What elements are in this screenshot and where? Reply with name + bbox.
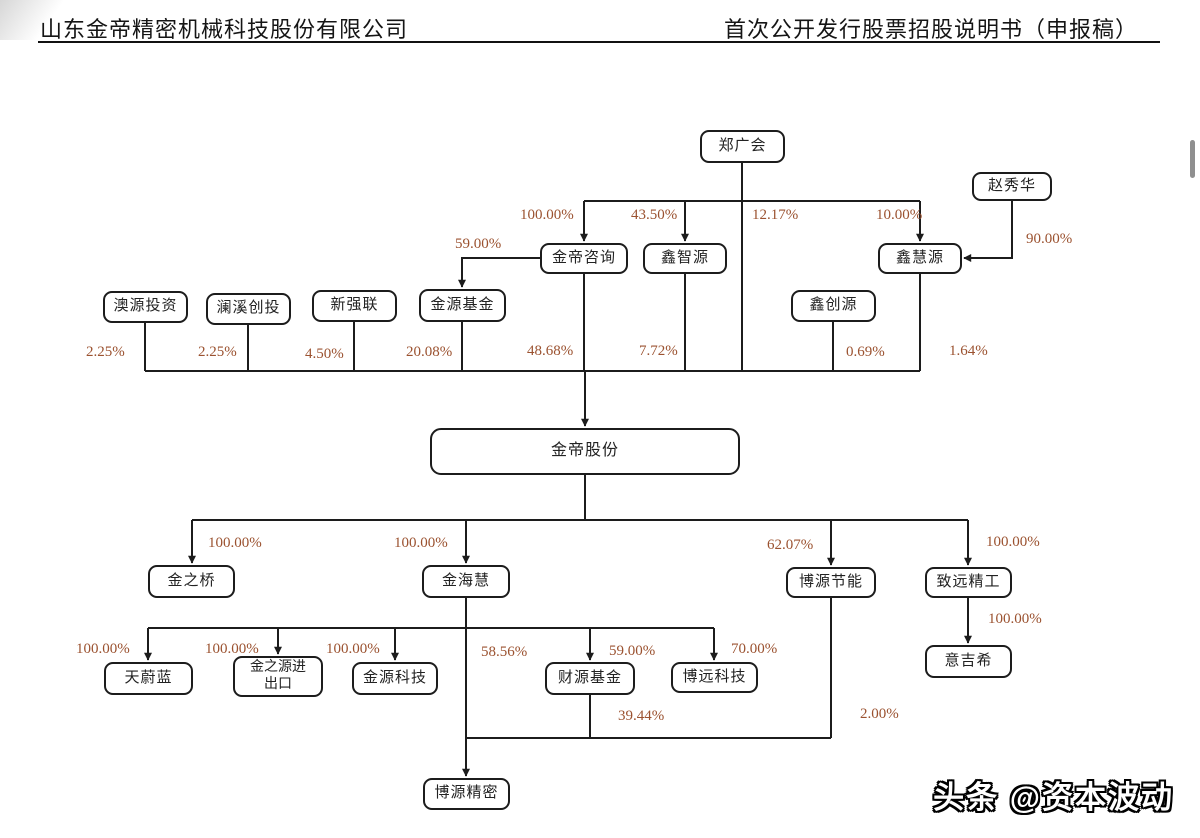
toutiao-watermark: 头条 @资本波动 xyxy=(933,780,1174,815)
node-label: 赵秀华 xyxy=(987,177,1036,194)
node-label: 财源基金 xyxy=(557,669,622,686)
pct-jinyuan-jijin-to-jindi-gufen: 20.08% xyxy=(406,344,453,360)
node-label: 澜溪创投 xyxy=(216,300,281,317)
document-title: 首次公开发行股票招股说明书（申报稿） xyxy=(723,17,1138,42)
node-lanxi-chuangtou: 澜溪创投 xyxy=(206,293,291,325)
pct-aoyuan-touzi-to-jindi-gufen: 2.25% xyxy=(86,344,125,360)
node-tian-wei-lan: 天蔚蓝 xyxy=(104,662,193,695)
node-jin-hai-hui: 金海慧 xyxy=(422,565,510,598)
company-name: 山东金帝精密机械科技股份有限公司 xyxy=(40,17,409,42)
node-label: 金之桥 xyxy=(167,572,216,589)
node-label-line2: 出口 xyxy=(264,676,292,692)
node-label: 博远科技 xyxy=(682,668,747,685)
node-label: 意吉希 xyxy=(944,652,993,669)
pct-jin-hai-hui-to-tian-wei-lan: 100.00% xyxy=(76,641,130,657)
pct-jindi-zixun-to-jinyuan-jijin: 59.00% xyxy=(455,236,502,252)
node-label: 澳源投资 xyxy=(113,298,178,315)
node-jinyuan-keji: 金源科技 xyxy=(352,662,438,695)
node-zhiyuan-jinggong: 致远精工 xyxy=(925,567,1012,598)
pct-jin-hai-hui-to-boyuan-jingmi: 58.56% xyxy=(481,644,528,660)
pct-jindi-gufen-to-jin-hai-hui: 100.00% xyxy=(394,535,448,551)
node-yi-ji-xi: 意吉希 xyxy=(925,645,1012,678)
pct-jin-hai-hui-to-jinzhiyuan-jinchukou: 100.00% xyxy=(205,641,259,657)
node-label: 金之源进出口 xyxy=(250,660,306,692)
pct-jin-hai-hui-to-caiyuan-jijin: 59.00% xyxy=(609,643,656,659)
node-xin-hui-yuan: 鑫慧源 xyxy=(878,243,962,274)
node-xin-zhi-yuan: 鑫智源 xyxy=(643,243,727,274)
pct-zgh-to-jindi-gufen: 12.17% xyxy=(752,207,799,223)
pct-jindi-zixun-to-jindi-gufen: 48.68% xyxy=(527,343,574,359)
node-jinzhiyuan-jinchukou: 金之源进出口 xyxy=(233,656,323,697)
node-jindi-zixun: 金帝咨询 xyxy=(540,243,628,274)
pct-jindi-gufen-to-jin-zhi-qiao: 100.00% xyxy=(208,535,262,551)
node-label: 致远精工 xyxy=(936,573,1001,590)
node-label: 金海慧 xyxy=(441,572,490,589)
header-rule xyxy=(38,41,1160,43)
node-jindi-gufen: 金帝股份 xyxy=(430,428,740,475)
node-label: 鑫慧源 xyxy=(895,249,944,266)
pct-boyuan-jieneng-to-boyuan-jingmi: 2.00% xyxy=(860,706,899,722)
scan-shade xyxy=(0,0,90,40)
node-label: 金帝股份 xyxy=(550,442,619,460)
pct-xin-qiang-lian-to-jindi-gufen: 4.50% xyxy=(305,346,344,362)
node-label: 博源节能 xyxy=(798,573,863,590)
node-label: 鑫创源 xyxy=(809,297,858,314)
node-zhao-xiu-hua: 赵秀华 xyxy=(972,172,1052,201)
node-label: 天蔚蓝 xyxy=(124,669,173,686)
node-boyuan-jieneng: 博源节能 xyxy=(786,567,876,598)
pct-xin-chuang-yuan-to-jindi-gufen: 0.69% xyxy=(846,344,885,360)
pct-xin-zhi-yuan-to-jindi-gufen: 7.72% xyxy=(639,343,678,359)
node-label: 金源基金 xyxy=(430,296,495,313)
pct-zhiyuan-jinggong-to-yi-ji-xi: 100.00% xyxy=(988,611,1042,627)
pct-jin-hai-hui-to-jinyuan-keji: 100.00% xyxy=(326,641,380,657)
pct-zgh-to-xin-hui-yuan: 10.00% xyxy=(876,207,923,223)
node-zheng-guang-hui: 郑广会 xyxy=(700,130,785,163)
pct-zxh-to-xin-hui-yuan: 90.00% xyxy=(1026,231,1073,247)
node-jinyuan-jijin: 金源基金 xyxy=(419,289,506,322)
node-boyuan-keji: 博远科技 xyxy=(671,662,758,693)
node-caiyuan-jijin: 财源基金 xyxy=(545,662,635,695)
pct-caiyuan-jijin-to-boyuan-jingmi: 39.44% xyxy=(618,708,665,724)
scrollbar-thumb[interactable] xyxy=(1190,140,1195,178)
node-label-line1: 金之源进 xyxy=(250,660,306,676)
page-header: 山东金帝精密机械科技股份有限公司 首次公开发行股票招股说明书（申报稿） xyxy=(0,0,1200,44)
node-label: 金帝咨询 xyxy=(551,249,616,266)
pct-jindi-gufen-to-boyuan-jieneng: 62.07% xyxy=(767,537,814,553)
node-label: 鑫智源 xyxy=(660,249,709,266)
node-label: 新强联 xyxy=(330,297,379,314)
node-label: 金源科技 xyxy=(362,669,427,686)
pct-zgh-to-xin-zhi-yuan: 43.50% xyxy=(631,207,678,223)
pct-xin-hui-yuan-to-jindi-gufen: 1.64% xyxy=(949,343,988,359)
node-label: 博源精密 xyxy=(434,785,499,802)
pct-lanxi-chuangtou-to-jindi-gufen: 2.25% xyxy=(198,344,237,360)
pct-jin-hai-hui-to-boyuan-keji: 70.00% xyxy=(731,641,778,657)
node-boyuan-jingmi: 博源精密 xyxy=(423,778,510,810)
pct-zgh-to-jindi-zixun: 100.00% xyxy=(520,207,574,223)
node-label: 郑广会 xyxy=(718,137,767,154)
node-xin-chuang-yuan: 鑫创源 xyxy=(791,290,876,322)
pct-jindi-gufen-to-zhiyuan-jinggong: 100.00% xyxy=(986,534,1040,550)
node-aoyuan-touzi: 澳源投资 xyxy=(103,291,188,323)
node-xin-qiang-lian: 新强联 xyxy=(312,290,397,322)
node-jin-zhi-qiao: 金之桥 xyxy=(148,565,235,598)
